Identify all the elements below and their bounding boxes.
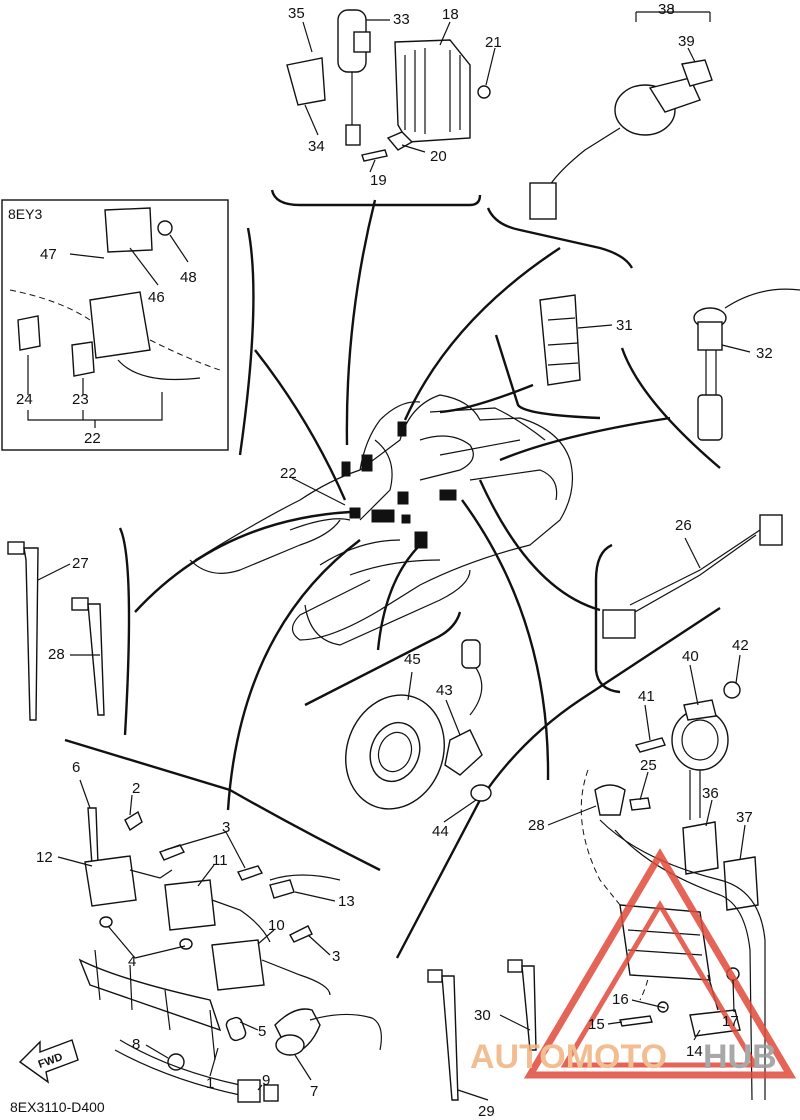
label-leaders [27, 19, 751, 1101]
label-3-top: 3 [222, 819, 230, 836]
label-9: 9 [262, 1072, 270, 1089]
main-switch [529, 6, 713, 220]
label-46: 46 [148, 289, 165, 306]
part-labels: 35 33 18 21 34 20 19 38 39 47 48 46 24 2… [16, 1, 773, 1120]
label-45: 45 [404, 651, 421, 668]
label-14: 14 [686, 1043, 703, 1060]
label-22-main: 22 [280, 465, 297, 482]
label-25: 25 [640, 757, 657, 774]
label-28-right: 28 [528, 817, 545, 834]
label-15: 15 [588, 1016, 605, 1033]
label-12: 12 [36, 849, 53, 866]
label-11: 11 [212, 852, 228, 869]
label-16: 16 [612, 991, 629, 1008]
label-48: 48 [180, 269, 197, 286]
label-37: 37 [736, 809, 753, 826]
harness-26 [602, 514, 783, 639]
flywheel-parts [345, 639, 492, 810]
label-41: 41 [638, 688, 655, 705]
label-21: 21 [485, 34, 502, 51]
label-5: 5 [258, 1023, 266, 1040]
label-26: 26 [675, 517, 692, 534]
label-40: 40 [682, 648, 699, 665]
ignition-coils [78, 807, 382, 1103]
label-7: 7 [310, 1083, 318, 1100]
label-33: 33 [393, 11, 410, 28]
label-36: 36 [702, 785, 719, 802]
label-28-left: 28 [48, 646, 65, 663]
label-1: 1 [206, 1075, 214, 1092]
watermark-text-1: AUTOMOTO [470, 1038, 667, 1076]
label-34: 34 [308, 138, 325, 155]
label-23: 23 [72, 391, 89, 408]
label-32: 32 [756, 345, 773, 362]
label-22-inset: 22 [84, 430, 101, 447]
label-13: 13 [338, 893, 355, 910]
label-3-bottom: 3 [332, 948, 340, 965]
sensor-parts [594, 681, 759, 911]
model-code: 8EX3110-D400 [10, 1099, 105, 1115]
label-35: 35 [288, 5, 305, 22]
label-6: 6 [72, 759, 80, 776]
label-47: 47 [40, 246, 57, 263]
snowmobile-outline [189, 394, 574, 646]
label-8: 8 [132, 1036, 140, 1053]
label-39: 39 [678, 33, 695, 50]
label-31: 31 [616, 317, 633, 334]
label-2: 2 [132, 780, 140, 797]
inset-box [1, 199, 229, 451]
watermark-logo: AUTOMOTO HUB [470, 848, 797, 1079]
label-20: 20 [430, 148, 447, 165]
label-19: 19 [370, 172, 387, 189]
label-38: 38 [658, 1, 675, 18]
label-27: 27 [72, 555, 89, 572]
label-43: 43 [436, 682, 453, 699]
label-18: 18 [442, 6, 459, 23]
label-30: 30 [474, 1007, 491, 1024]
label-29: 29 [478, 1103, 495, 1120]
label-24: 24 [16, 391, 33, 408]
label-10: 10 [268, 917, 285, 934]
right-top-parts [539, 288, 800, 441]
label-42: 42 [732, 637, 749, 654]
label-44: 44 [432, 823, 449, 840]
label-17: 17 [722, 1013, 739, 1030]
label-4: 4 [128, 953, 136, 970]
watermark-text-2: HUB [703, 1038, 777, 1076]
inset-code: 8EY3 [8, 206, 42, 222]
top-parts [286, 9, 491, 162]
fwd-arrow-icon: FWD [18, 1039, 79, 1084]
cable-bands-left [7, 541, 105, 721]
cable-bands-bottom [427, 959, 537, 1101]
